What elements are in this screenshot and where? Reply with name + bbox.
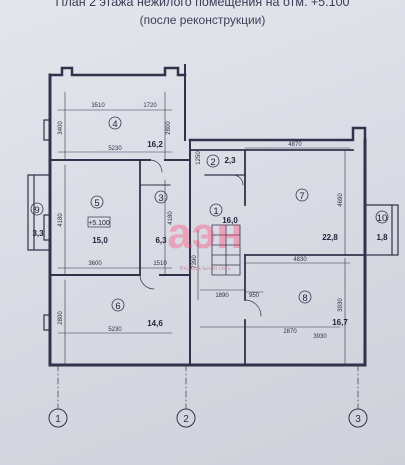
room-2-number: 2	[210, 157, 215, 168]
axis-label-2: 2	[183, 414, 189, 425]
room-5-area: 15,0	[92, 236, 108, 245]
room-10-number: 10	[377, 213, 388, 224]
dim-text: 5230	[108, 146, 122, 152]
dim-text: 7390	[192, 255, 198, 269]
room-6-area: 14,6	[147, 319, 163, 328]
dim-text: 3510	[91, 103, 105, 109]
room-7-area: 22,8	[322, 233, 338, 242]
elevation-mark: +5.100	[88, 220, 110, 227]
dim-text: 5230	[108, 327, 122, 333]
dim-text: 3400	[58, 121, 64, 135]
dim-text: 4180	[168, 211, 174, 225]
room-3-area: 6,3	[155, 236, 167, 245]
watermark-subtitle: Федеральная сеть	[179, 266, 230, 272]
room-9-number: 9	[34, 205, 39, 216]
axis-label-1: 1	[55, 414, 61, 425]
room-8-number: 8	[302, 293, 307, 304]
room-4-area: 16,2	[147, 140, 163, 149]
watermark-logo: аэн	[167, 209, 242, 258]
dim-text: 4830	[293, 257, 307, 263]
room-1-area: 16,0	[222, 216, 238, 225]
room-5-number: 5	[94, 198, 99, 209]
dim-text: 1720	[143, 103, 157, 109]
room-3-number: 3	[158, 193, 163, 204]
axis-label-3: 3	[355, 414, 361, 425]
plan-subtitle: (после реконструкции)	[139, 13, 266, 27]
room-2-area: 2,3	[224, 156, 236, 165]
room-7-number: 7	[299, 191, 304, 202]
dim-text: 1890	[215, 293, 229, 299]
dim-text: 3930	[313, 334, 327, 340]
plan-title: План 2 этажа нежилого помещения на отм. …	[55, 0, 350, 9]
dim-text: 4870	[288, 142, 302, 148]
dim-text: 1510	[153, 261, 167, 267]
dim-text: 950	[249, 293, 260, 299]
room-9-area: 3,3	[32, 229, 44, 238]
room-10-area: 1,8	[376, 233, 388, 242]
dim-text: 1250	[196, 151, 202, 165]
dim-text: 2870	[283, 329, 297, 335]
room-1-number: 1	[213, 206, 218, 217]
dim-text: 3600	[88, 261, 102, 267]
dim-text: 3930	[338, 298, 344, 312]
dim-text: 4690	[338, 193, 344, 207]
dim-text: 4180	[58, 213, 64, 227]
dim-text: 2800	[58, 311, 64, 325]
dim-text: 2800	[166, 121, 172, 135]
room-6-number: 6	[115, 301, 120, 312]
room-4-number: 4	[112, 119, 117, 130]
room-8-area: 16,7	[332, 318, 348, 327]
